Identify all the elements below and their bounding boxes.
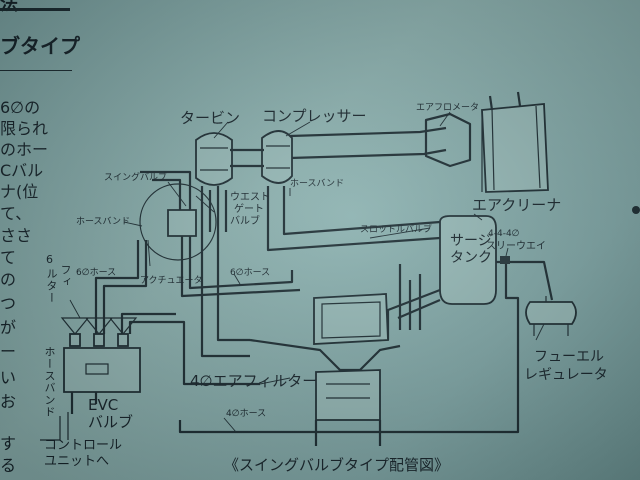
- fuel-regulator: [525, 301, 577, 325]
- hose-6-left-label: 6∅ホース: [76, 268, 117, 278]
- body-line: て: [0, 248, 17, 267]
- title-rule: [0, 70, 72, 71]
- filter-triangles: [60, 317, 138, 335]
- turbine-housing: [195, 132, 233, 186]
- body-line: る: [0, 456, 17, 475]
- control-unit-label: ユニットへ: [44, 454, 110, 469]
- body-line: つ: [0, 294, 17, 313]
- heading-rule: [0, 8, 70, 11]
- evc-valve-label: バルブ: [88, 413, 134, 431]
- swing-valve-label: スイングバルブ: [104, 173, 168, 183]
- body-line: が: [0, 318, 17, 337]
- body-line: の: [0, 270, 17, 289]
- airflow-meter-label: エアフロメータ: [416, 103, 480, 113]
- hose-band-left-label: ホースバンド: [76, 217, 131, 227]
- body-line: す: [0, 434, 17, 453]
- filter-6-label: ルター: [45, 268, 58, 304]
- three-way-label: スリーウエイ: [486, 241, 546, 252]
- compressor-housing: [261, 130, 293, 184]
- edge-bullet: [632, 206, 640, 214]
- hose-4-label: 4∅ホース: [226, 409, 267, 419]
- hose-band-vertical-label: ホースバンド: [43, 346, 56, 418]
- intake-manifold: [386, 288, 441, 340]
- section-title: ブタイプ: [0, 34, 80, 58]
- body-line: い: [0, 368, 17, 387]
- engine-block: [313, 293, 389, 345]
- control-wire: [40, 412, 69, 441]
- fuel-line: [496, 260, 554, 301]
- body-line: 6∅の: [0, 98, 41, 117]
- throttle-valve-label: スロットルバルブ: [360, 225, 433, 235]
- surge-tank: [439, 215, 497, 305]
- body-line: て、: [0, 204, 32, 223]
- fuel-regulator-label: フューエル: [534, 349, 604, 365]
- wastegate-label: ゲート: [234, 204, 264, 215]
- boost-pipe: [266, 186, 441, 252]
- hose-6-left: [94, 240, 148, 334]
- body-line: ー: [0, 342, 17, 361]
- turbine-label: タービン: [180, 109, 241, 127]
- fuel-regulator-label: レギュレータ: [524, 367, 608, 383]
- evc-valve-label: EVC: [88, 396, 119, 414]
- three-way-joint: [500, 256, 510, 264]
- swing-valve: [167, 209, 197, 237]
- wastegate-label: バルブ: [230, 216, 260, 227]
- wastegate-label: ウエスト: [230, 192, 270, 203]
- hose-6-right: [180, 236, 301, 298]
- control-unit-label: コントロール: [44, 438, 123, 453]
- airflow-meter: [424, 112, 472, 168]
- hose-6-right-label: 6∅ホース: [230, 268, 271, 278]
- turbo-shaft: [230, 148, 264, 168]
- body-line: 限られ: [0, 119, 49, 138]
- air-cleaner-label: エアクリーナ: [472, 196, 562, 214]
- surge-tank-label: サージ: [450, 233, 492, 249]
- exhaust-pipe: [200, 186, 250, 358]
- hose-band-top-label: ホースバンド: [290, 179, 345, 189]
- compressor-label: コンプレッサー: [262, 107, 367, 125]
- body-line: Cバル: [0, 161, 44, 180]
- body-line: ナ(位: [0, 182, 39, 201]
- surge-tank-label: タンク: [450, 250, 492, 266]
- diagram-caption: 《スイングバルブタイプ配管図》: [224, 456, 450, 474]
- air-filter-4-label: 4∅エアフィルター: [190, 372, 318, 390]
- intake-pipe: [289, 126, 447, 160]
- three-way-label: 4-4-4∅: [488, 229, 520, 239]
- body-line: お: [0, 392, 17, 411]
- swing-valve-circle: [139, 183, 217, 261]
- air-cleaner-body: [481, 103, 549, 193]
- evc-valve: [63, 347, 141, 393]
- body-line: のホー: [0, 140, 49, 159]
- piston: [315, 369, 381, 421]
- filter-6-label: フィ: [59, 264, 72, 288]
- wastegate-pipe: [208, 190, 228, 232]
- body-line: ささ: [0, 226, 33, 245]
- actuator-label: アクチュエータ: [140, 276, 203, 286]
- filter-6-label: 6: [46, 253, 53, 266]
